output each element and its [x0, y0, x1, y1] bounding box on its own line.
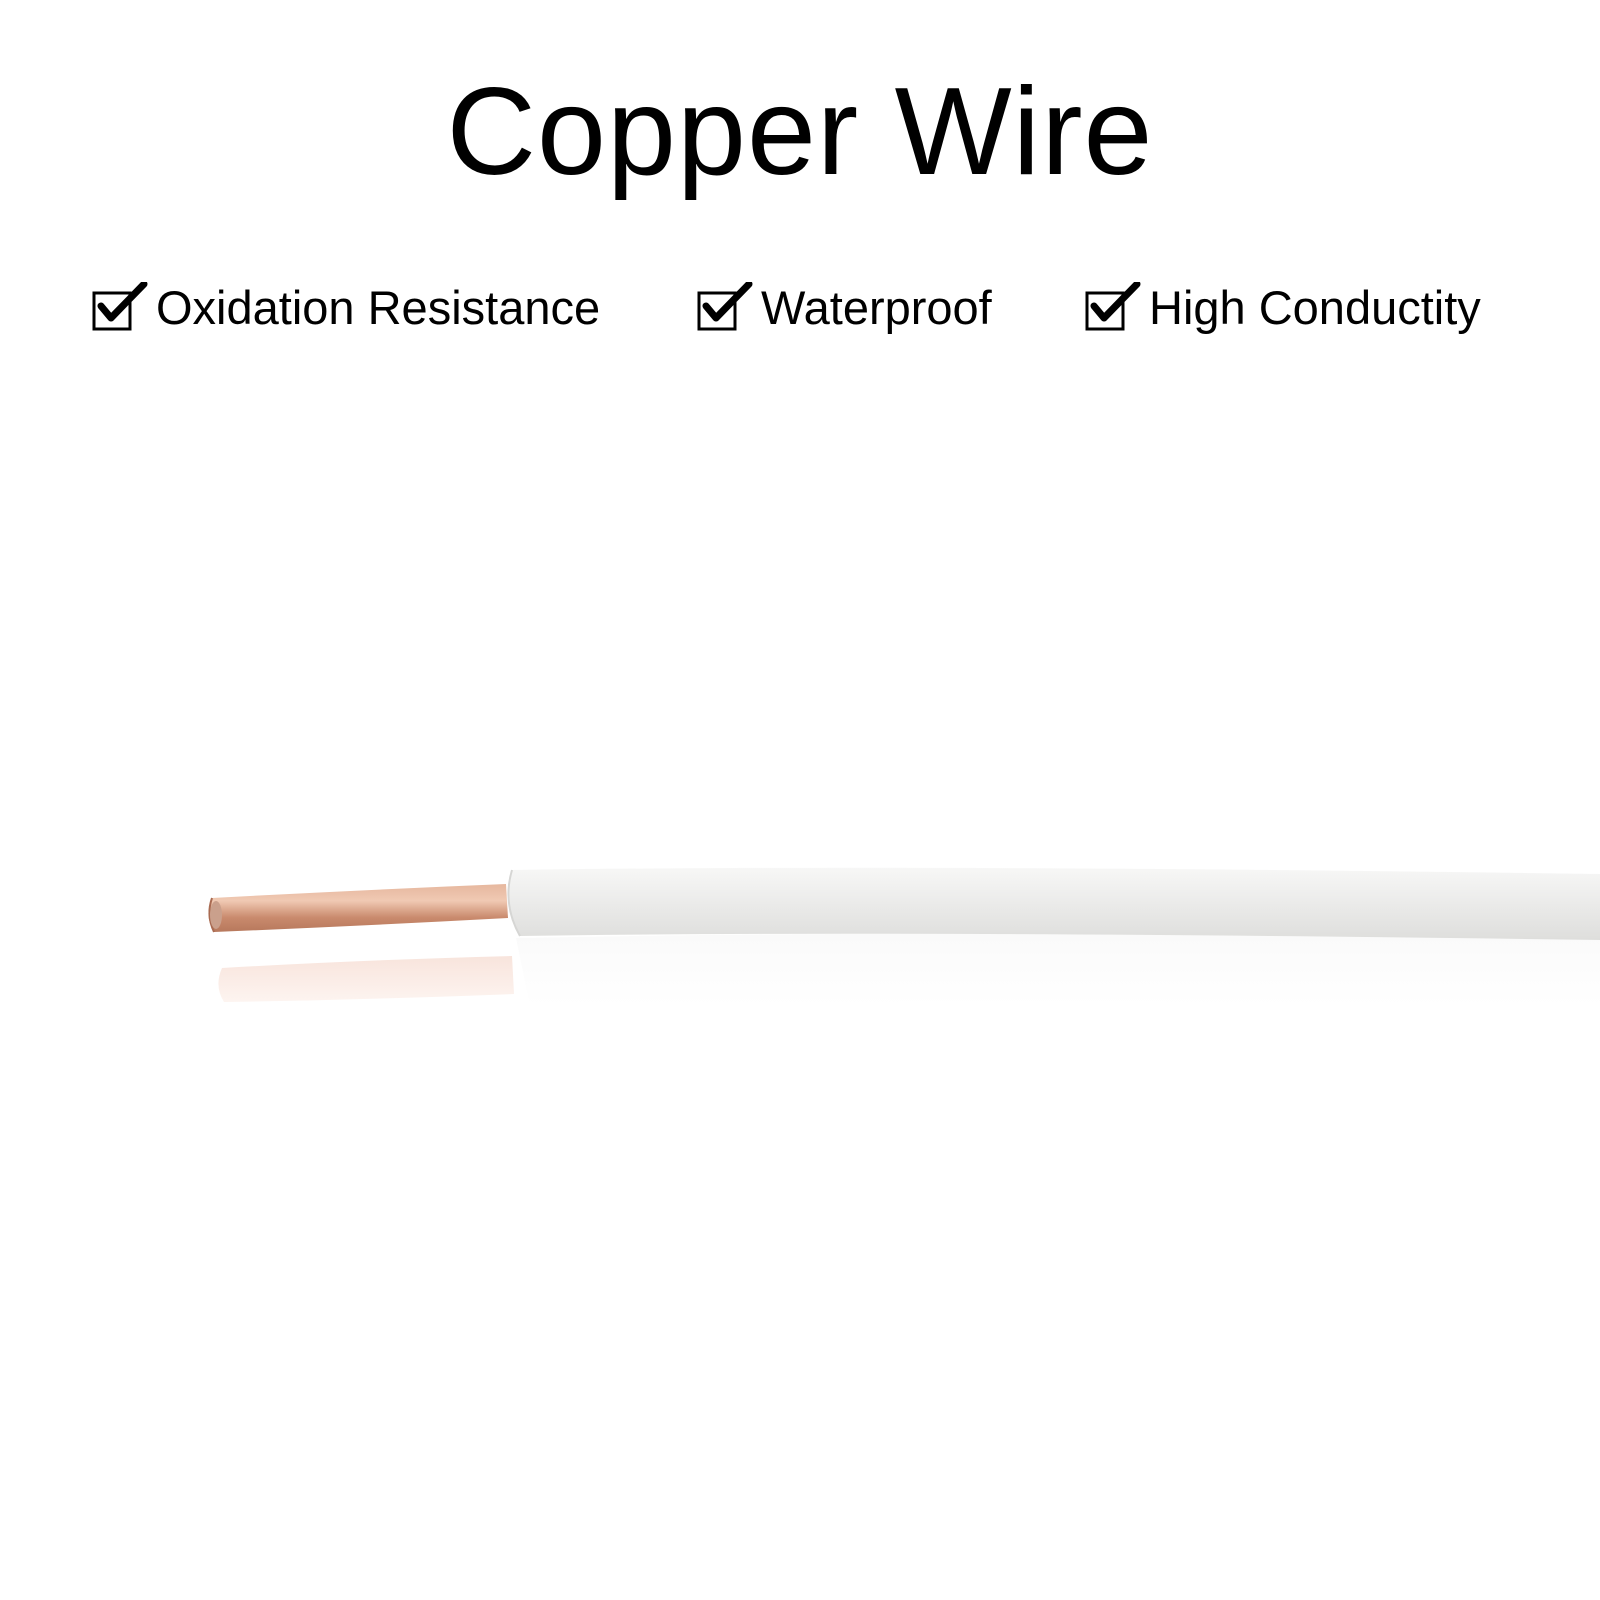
- feature-label: High Conductity: [1149, 281, 1481, 334]
- copper-conductor: [208, 884, 508, 933]
- wire-reflection: [218, 933, 1600, 1006]
- copper-wire-photo: [208, 867, 1600, 1006]
- feature-label: Waterproof: [761, 281, 992, 334]
- feature-label: Oxidation Resistance: [156, 281, 601, 334]
- page-title: Copper Wire: [446, 63, 1154, 201]
- feature-item-waterproof: Waterproof: [697, 278, 992, 338]
- feature-list: Oxidation Resistance Waterproof High Con…: [0, 278, 1600, 338]
- checked-box-icon: [697, 282, 753, 331]
- checked-box-icon: [92, 282, 148, 331]
- feature-item-high-conductity: High Conductity: [1085, 278, 1481, 338]
- wire-insulation: [507, 867, 1600, 940]
- checked-box-icon: [1085, 282, 1141, 331]
- feature-item-oxidation-resistance: Oxidation Resistance: [92, 278, 600, 338]
